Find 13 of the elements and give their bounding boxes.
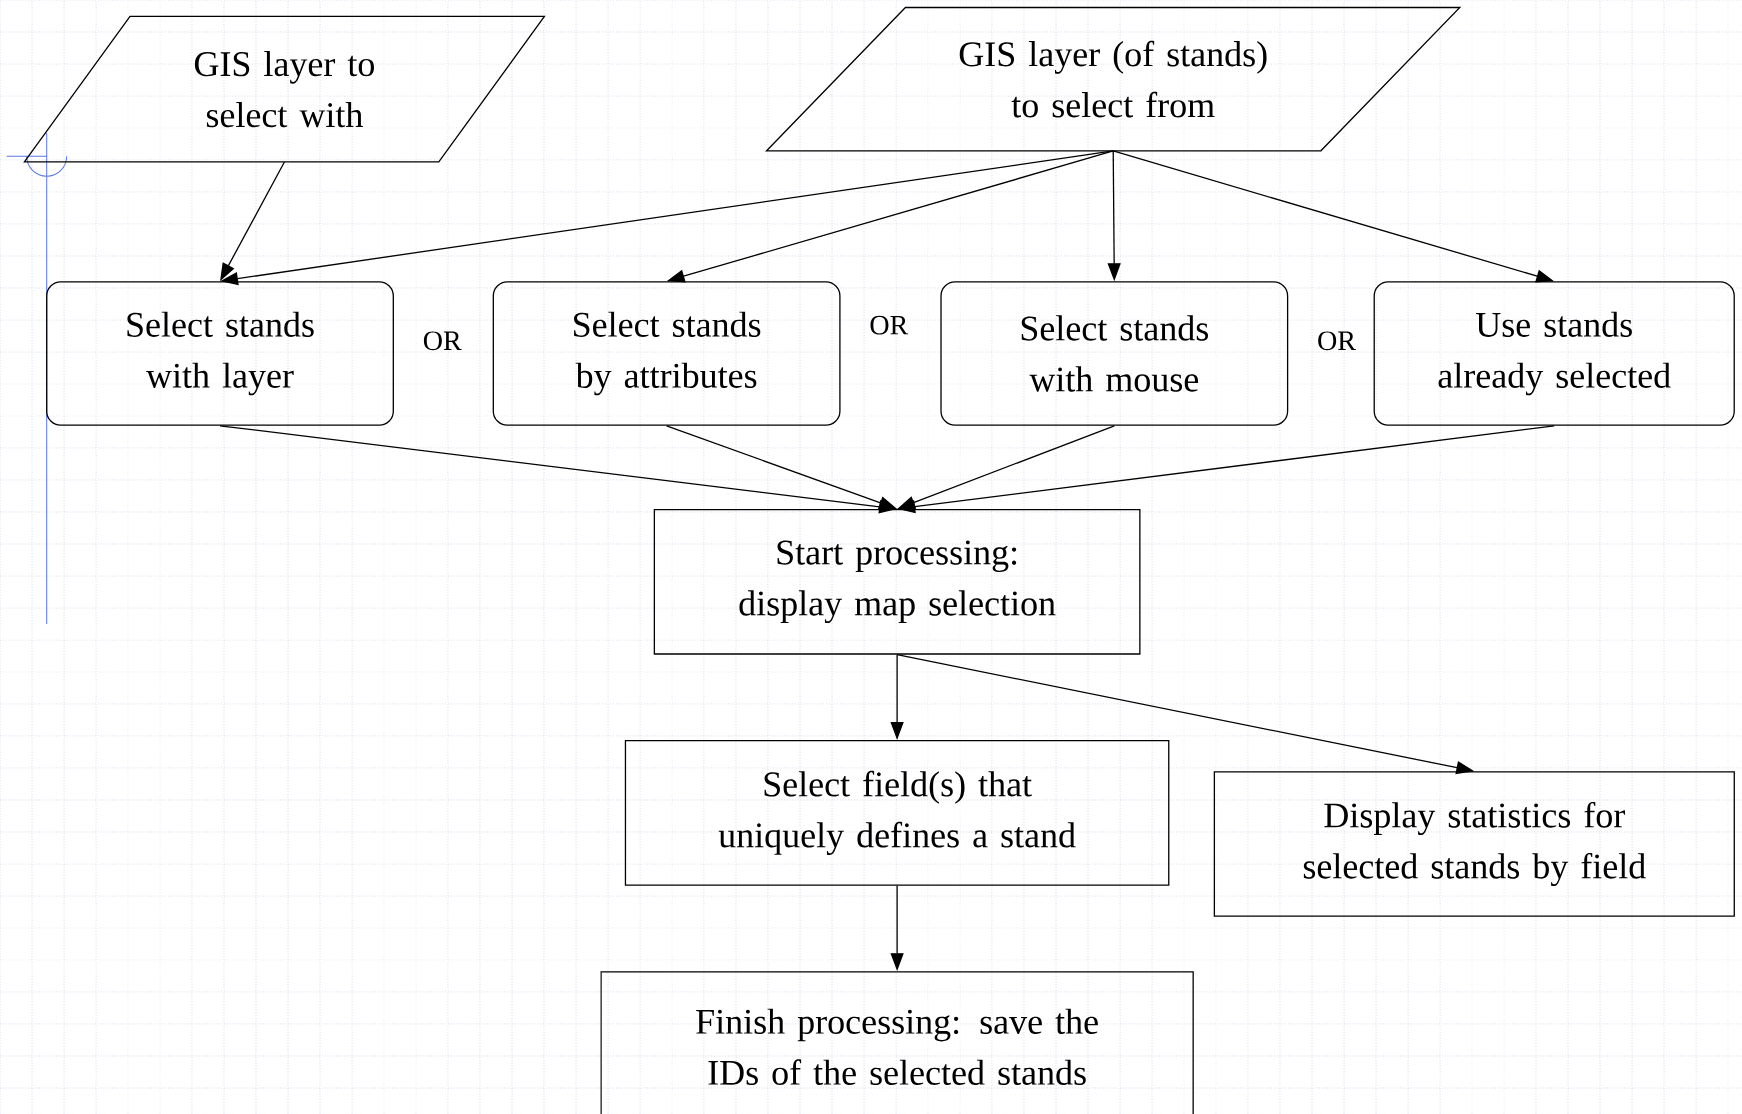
process-box: Use stands already selected [1373,281,1735,426]
or-label: OR [870,315,909,335]
data-parallelogram: GIS layer (of stands) to select from [765,6,1462,152]
or-label: OR [423,331,462,351]
process-box: Display statistics for selected stands by field [1213,771,1735,917]
process-box: Start processing: display map selection [653,508,1141,655]
or-label: OR [1318,331,1356,351]
process-box: Select field(s) that uniquely defines a stand [624,740,1170,886]
data-parallelogram: GIS layer to select with [23,15,546,163]
process-box: Finish processing: save the IDs of the selected stands [600,971,1194,1114]
process-box: Select stands with mouse [940,281,1289,426]
process-box: Select stands by attributes [492,281,841,426]
process-box: Select stands with layer [46,281,394,426]
